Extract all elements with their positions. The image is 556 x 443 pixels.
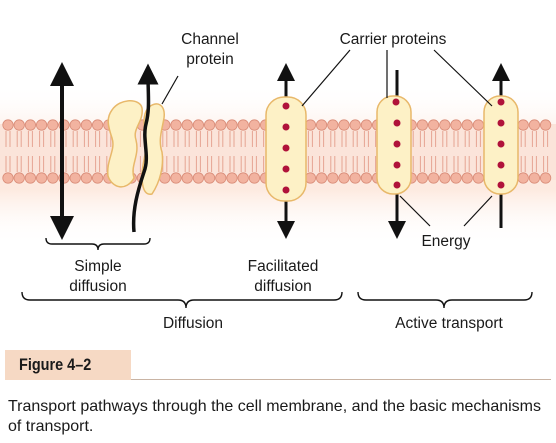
lipid-head (80, 172, 93, 184)
diffusion-bracket (21, 291, 343, 309)
lipid-head (338, 172, 350, 184)
energy-leader-1 (399, 195, 431, 227)
lipid-head (539, 119, 552, 131)
membrane-transport-diagram: Channel protein Carrier proteins Energy … (0, 31, 556, 332)
simple-diffusion-label-1: Simple (74, 258, 121, 275)
lipid-head (327, 119, 339, 131)
active-carrier-protein-1 (376, 70, 412, 239)
lipid-head (35, 119, 48, 131)
channel-protein (107, 63, 165, 233)
lipid-head (461, 172, 473, 184)
lipid-head (2, 172, 14, 184)
figure-label-box: Figure 4–2 (5, 350, 131, 380)
lipid-head (349, 172, 361, 184)
lipid-head (517, 172, 529, 184)
active-transport-label: Active transport (395, 315, 503, 332)
lipid-head (338, 119, 350, 131)
lipid-head (92, 172, 104, 184)
facilitated-diffusion-label-2: diffusion (254, 278, 311, 295)
lipid-head (226, 119, 238, 131)
lipid-head (47, 119, 59, 131)
lipid-head (315, 119, 328, 131)
channel-protein-label-1: Channel (181, 31, 239, 48)
lipid-head (439, 172, 451, 184)
lipid-head (416, 172, 428, 184)
active-carrier-protein-2 (483, 63, 519, 228)
lipid-head (472, 119, 484, 131)
channel-leader (161, 75, 179, 105)
lipid-head (2, 119, 14, 131)
lipid-head (304, 172, 316, 184)
lipid-head (215, 119, 227, 131)
leader-lines (161, 49, 493, 227)
lipid-head (80, 119, 93, 131)
lipid-head (92, 119, 104, 131)
lipid-head (517, 119, 529, 131)
lipid-head (192, 119, 204, 131)
channel-protein-label-2: protein (186, 51, 233, 68)
lipid-head (349, 119, 361, 131)
lipid-head (170, 172, 182, 184)
lipid-head (237, 172, 249, 184)
simple-diffusion-label-2: diffusion (69, 278, 126, 295)
lipid-head (24, 172, 37, 184)
figure-caption: Transport pathways through the cell memb… (8, 398, 542, 435)
facilitated-diffusion-label-1: Facilitated (248, 258, 319, 275)
lipid-head (360, 119, 372, 131)
lipid-head (204, 119, 216, 131)
lipid-head (35, 172, 48, 184)
lipid-head (69, 119, 81, 131)
lipid-head (461, 119, 473, 131)
lipid-head (450, 172, 462, 184)
lipid-head (248, 172, 260, 184)
lipid-head (192, 172, 204, 184)
lipid-head (69, 172, 81, 184)
lipid-head (539, 172, 552, 184)
carrier-leader-1 (301, 49, 351, 107)
energy-leader-2 (463, 195, 493, 227)
facilitated-carrier-protein (265, 63, 307, 239)
lipid-head (450, 119, 462, 131)
lipid-head (215, 172, 227, 184)
lipid-head (360, 172, 372, 184)
active-transport-bracket (357, 291, 533, 309)
lipid-head (416, 119, 428, 131)
carrier-proteins-label: Carrier proteins (340, 31, 447, 48)
lipid-head (327, 172, 339, 184)
lipid-head (13, 172, 25, 184)
lipid-head (439, 119, 451, 131)
lipid-head (24, 119, 37, 131)
figure-rule (131, 379, 551, 380)
lipid-head (204, 172, 216, 184)
lipid-head (427, 172, 440, 184)
simple-diffusion-bracket (45, 237, 151, 251)
lipid-head (181, 172, 193, 184)
lipid-head (181, 119, 193, 131)
diffusion-label: Diffusion (163, 315, 223, 332)
lipid-head (528, 119, 541, 131)
lipid-head (47, 172, 59, 184)
figure-label: Figure 4–2 (19, 355, 92, 374)
lipid-head (226, 172, 238, 184)
lipid-head (472, 172, 484, 184)
lipid-head (248, 119, 260, 131)
lipid-head (427, 119, 440, 131)
brackets (21, 237, 533, 309)
lipid-head (315, 172, 328, 184)
lipid-head (13, 119, 25, 131)
lipid-head (170, 119, 182, 131)
lipid-head (237, 119, 249, 131)
energy-label: Energy (421, 233, 470, 250)
lipid-head (528, 172, 541, 184)
lipid-head (304, 119, 316, 131)
carrier-leader-3 (433, 49, 493, 107)
